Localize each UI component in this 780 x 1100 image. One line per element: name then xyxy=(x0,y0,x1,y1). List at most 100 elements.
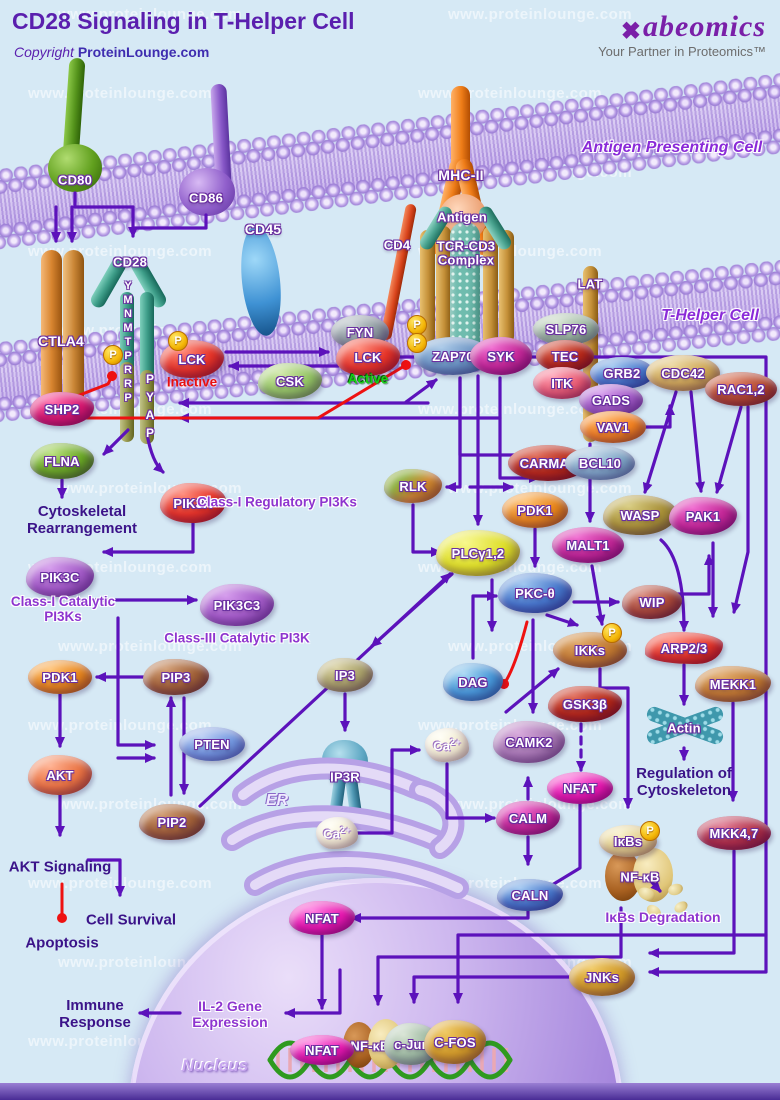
cd4-label: CD4 xyxy=(383,237,411,253)
node-camk2: CAMK2 xyxy=(493,721,565,763)
node-plcg12: PLCγ1,2 xyxy=(436,530,520,576)
antigen-label: Antigen xyxy=(437,209,487,225)
node-malt1: MALT1 xyxy=(552,527,624,563)
phosphate-icon: P xyxy=(103,345,123,365)
node-rlk: RLK xyxy=(384,469,442,503)
cd28-tail-left xyxy=(120,362,134,442)
node-slp76: SLP76 xyxy=(533,313,599,345)
node-gads: GADS xyxy=(579,384,643,416)
node-syk: SYK xyxy=(470,337,532,375)
tcr-chain-3 xyxy=(483,226,498,348)
apc-region-label: Antigen Presenting Cell xyxy=(581,139,763,156)
cd86-label: CD86 xyxy=(188,190,224,206)
node-vav1: VAV1 xyxy=(580,411,646,443)
lck-active-state: Active xyxy=(347,371,389,387)
cd28-pyap-motif: PYAP xyxy=(143,372,157,444)
node-ip3: IP3 xyxy=(317,658,373,692)
nfkb-dna-label: NF-κB xyxy=(350,1038,390,1054)
phosphate-icon: P xyxy=(407,333,427,353)
node-nfat-cytoplasm: NFAT xyxy=(547,772,613,804)
copyright-site-link[interactable]: ProteinLounge.com xyxy=(77,44,210,60)
cd86-bulb xyxy=(179,168,235,216)
node-akt: AKT xyxy=(28,755,92,795)
node-pip2: PIP2 xyxy=(139,804,205,840)
node-gsk3b: GSK3β xyxy=(548,686,622,722)
ikbs-degradation-text: IκBs Degradation xyxy=(605,909,721,925)
actin-label: Actin xyxy=(667,720,701,736)
node-pdk1-mid: PDK1 xyxy=(502,492,568,528)
node-flna: FLNA xyxy=(30,443,94,479)
lck-inactive-state: Inactive xyxy=(166,374,218,390)
cd45-label: CD45 xyxy=(244,221,282,237)
phosphate-icon: P xyxy=(602,623,622,643)
node-shp2: SHP2 xyxy=(30,392,94,426)
mhc2-label: MHC-II xyxy=(438,167,484,183)
ctla4-label: CTLA4 xyxy=(37,333,85,349)
node-pik3r: PIK3R xyxy=(160,483,226,523)
node-wip: WIP xyxy=(622,585,682,619)
cell-survival-text: Cell Survival xyxy=(85,911,177,929)
copyright-prefix: Copyright xyxy=(14,44,74,60)
node-pik3c: PIK3C xyxy=(26,557,94,597)
node-pkc-theta: PKC-θ xyxy=(498,573,572,613)
node-lck-active: LCK xyxy=(336,338,400,376)
node-arp23: ARP2/3 xyxy=(645,632,723,664)
abeomics-mark-icon: ✖ xyxy=(620,18,642,46)
node-lck-inactive: LCK xyxy=(160,340,224,378)
regulation-cytoskeleton-text: Regulation of Cytoskeleton xyxy=(636,765,732,799)
tcr-chain-1 xyxy=(420,230,435,344)
pik3r-class-note: Class-I Regulatory PI3Ks xyxy=(197,494,357,510)
copyright-line: Copyright ProteinLounge.com xyxy=(14,44,209,60)
nfkb-complex-label: NF-κB xyxy=(620,869,660,885)
cytoskeletal-rearrangement-text: Cytoskeletal Rearrangement xyxy=(26,503,138,537)
node-pten: PTEN xyxy=(179,727,245,761)
tcr-chain-4 xyxy=(499,230,514,344)
node-tec: TEC xyxy=(536,340,594,372)
er-label: ER xyxy=(265,792,289,809)
node-pdk1-left: PDK1 xyxy=(28,660,92,694)
immune-response-text: Immune Response xyxy=(59,997,131,1031)
tcr-cd3-label: TCR-CD3 Complex xyxy=(436,238,496,268)
phosphate-icon: P xyxy=(640,821,660,841)
node-cfos: C-FOS xyxy=(424,1020,486,1064)
pik3c-class-note: Class-I Catalytic PI3Ks xyxy=(10,594,116,624)
lat-label: LAT xyxy=(577,276,603,292)
cd80-label: CD80 xyxy=(57,172,93,188)
cd28-label: CD28 xyxy=(112,254,148,270)
node-ca-er: Ca2+ xyxy=(316,817,358,849)
node-dag: DAG xyxy=(443,663,503,701)
node-grb2: GRB2 xyxy=(590,357,654,389)
cd28-stalk-left xyxy=(120,292,134,380)
node-mkk47: MKK4,7 xyxy=(697,816,771,850)
node-nfat-nucleus: NFAT xyxy=(289,901,355,935)
thelper-region-label: T-Helper Cell xyxy=(661,307,759,324)
il2-gene-expression-text: IL-2 Gene Expression xyxy=(192,998,268,1030)
node-pak1: PAK1 xyxy=(669,497,737,535)
page-title: CD28 Signaling in T-Helper Cell xyxy=(12,8,355,34)
node-calm: CALM xyxy=(496,801,560,835)
nucleus-label: Nucleus xyxy=(181,1056,249,1075)
node-nfat-dna: NFAT xyxy=(290,1035,354,1065)
abeomics-logo-text: abeomics xyxy=(643,10,766,43)
inhibition-layer xyxy=(57,360,529,923)
node-pik3c3: PIK3C3 xyxy=(200,584,274,626)
node-rac12: RAC1,2 xyxy=(705,372,777,406)
node-ca-free: Ca2+ xyxy=(425,728,469,762)
cd28-tail-right xyxy=(140,370,154,444)
pik3c3-class-note: Class-III Catalytic PI3K xyxy=(164,630,310,646)
apoptosis-text: Apoptosis xyxy=(25,934,99,952)
bottom-membrane-bar xyxy=(0,1083,780,1100)
akt-signaling-text: AKT Signaling xyxy=(8,858,112,876)
ctla4-chain-a xyxy=(41,250,62,420)
node-jnks: JNKs xyxy=(569,958,635,996)
node-mekk1: MEKK1 xyxy=(695,666,771,702)
logo-tagline: Your Partner in Proteomics™ xyxy=(598,44,766,60)
tcr-chain-2 xyxy=(436,226,451,348)
node-pip3: PIP3 xyxy=(143,659,209,695)
phosphate-icon: P xyxy=(407,315,427,335)
cd80-bulb xyxy=(48,144,102,192)
phosphate-icon: P xyxy=(168,331,188,351)
node-wasp: WASP xyxy=(603,495,677,535)
cd28-stalk-right xyxy=(140,292,154,380)
